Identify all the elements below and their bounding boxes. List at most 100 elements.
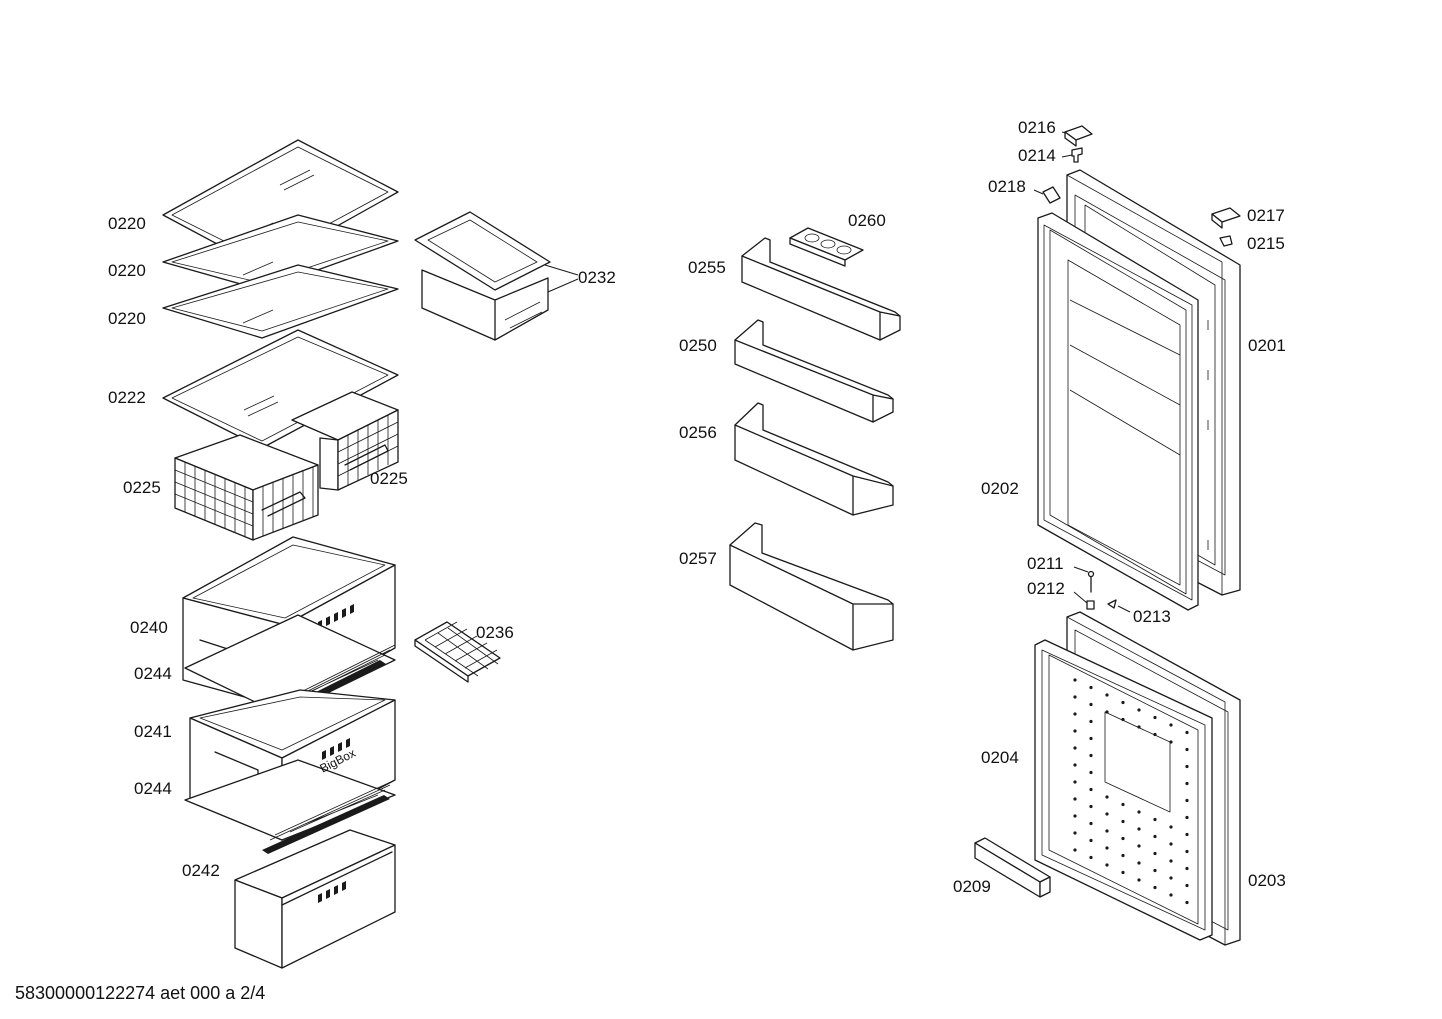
- liner-dot: [1137, 725, 1141, 729]
- liner-dot: [1089, 804, 1093, 809]
- label-0256: 0256: [679, 423, 717, 442]
- door-gasket-0202: [1037, 212, 1199, 611]
- liner-dot: [1089, 736, 1093, 741]
- door-shelf-0257: [729, 522, 894, 651]
- hinge-cover-0217: [1211, 207, 1241, 229]
- liner-dot: [1073, 814, 1077, 818]
- liner-dot: [1121, 853, 1125, 858]
- label-0217: 0217: [1247, 206, 1285, 225]
- liner-dot: [1089, 770, 1093, 775]
- label-0225-right: 0225: [370, 469, 408, 488]
- label-0204: 0204: [981, 748, 1019, 767]
- label-0260: 0260: [848, 211, 886, 230]
- liner-dot: [1089, 821, 1093, 826]
- liner-dot: [1137, 708, 1141, 712]
- glass-shelf-0220-third: [162, 264, 399, 339]
- liner-dot: [1185, 866, 1189, 871]
- liner-dot: [1089, 719, 1093, 724]
- document-footer: 58300000122274 aet 000 a 2/4: [15, 983, 266, 1003]
- liner-dot: [1073, 678, 1077, 682]
- liner-dot: [1073, 780, 1077, 784]
- liner-dot: [1105, 693, 1109, 697]
- wire-basket-0225-right: [291, 391, 399, 491]
- glass-cover-0244-lower: [184, 759, 396, 854]
- liner-dot: [1105, 829, 1109, 833]
- label-0212: 0212: [1027, 579, 1065, 598]
- label-0203: 0203: [1248, 871, 1286, 890]
- liner-dot: [1153, 868, 1157, 873]
- liner-dot: [1137, 861, 1141, 865]
- liner-dot: [1121, 819, 1125, 824]
- label-0225-left: 0225: [123, 478, 161, 497]
- handle-strip-0209: [974, 837, 1051, 898]
- label-0211: 0211: [1027, 554, 1064, 573]
- liner-dot: [1105, 812, 1109, 816]
- liner-dot: [1185, 798, 1189, 803]
- liner-dot: [1185, 781, 1189, 786]
- pin-0213: [1107, 599, 1117, 609]
- liner-dot: [1121, 870, 1125, 875]
- liner-dot: [1185, 832, 1189, 837]
- liner-dot: [1137, 878, 1141, 882]
- label-0209: 0209: [953, 877, 991, 896]
- liner-dot: [1137, 844, 1141, 848]
- liner-dot: [1153, 834, 1157, 839]
- door-gasket-0204: [1034, 639, 1213, 941]
- liner-dot: [1169, 825, 1173, 829]
- label-0240: 0240: [130, 618, 168, 637]
- door-shelf-0255: [741, 237, 901, 341]
- liner-dot: [1169, 859, 1173, 863]
- liner-dot: [1089, 685, 1093, 690]
- label-0215: 0215: [1247, 234, 1285, 253]
- liner-dot: [1153, 732, 1157, 737]
- door-shelf-0256: [734, 402, 894, 516]
- liner-dot: [1089, 787, 1093, 792]
- label-0244-lower: 0244: [134, 779, 172, 798]
- liner-dot: [1153, 715, 1157, 720]
- liner-dot: [1169, 723, 1173, 727]
- label-0236: 0236: [476, 623, 514, 642]
- label-0216: 0216: [1018, 118, 1056, 137]
- liner-dot: [1185, 883, 1189, 888]
- glass-shelf-0222: [162, 329, 399, 449]
- door-liner-dots: [1073, 678, 1189, 905]
- label-0220-top: 0220: [108, 214, 146, 233]
- liner-dot: [1105, 710, 1109, 714]
- liner-dot: [1073, 746, 1077, 750]
- label-0244-upper: 0244: [134, 664, 172, 683]
- liner-dot: [1073, 712, 1077, 716]
- liner-dot: [1169, 740, 1173, 744]
- liner-dot: [1121, 700, 1125, 705]
- liner-dot: [1185, 747, 1189, 752]
- label-0220-second: 0220: [108, 261, 146, 280]
- bracket-0215: [1219, 235, 1233, 247]
- liner-dot: [1185, 849, 1189, 854]
- tray-0232: [414, 211, 551, 341]
- liner-dot: [1153, 851, 1157, 856]
- liner-dot: [1137, 810, 1141, 814]
- liner-dot: [1169, 842, 1173, 846]
- drawer-0242: [234, 829, 396, 969]
- liner-dot: [1169, 876, 1173, 880]
- label-0241: 0241: [134, 722, 172, 741]
- label-0232: 0232: [578, 268, 616, 287]
- liner-dot: [1089, 702, 1093, 707]
- leader-lines: [544, 131, 1131, 613]
- wire-basket-0225-left: [174, 434, 319, 541]
- liner-dot: [1121, 836, 1125, 841]
- liner-dot: [1089, 855, 1093, 860]
- door-shelf-0250: [734, 319, 894, 423]
- hinge-pin-0214: [1071, 147, 1083, 163]
- label-0202: 0202: [981, 479, 1019, 498]
- label-0257: 0257: [679, 549, 717, 568]
- liner-dot: [1105, 846, 1109, 850]
- liner-dot: [1153, 817, 1157, 822]
- liner-dot: [1185, 815, 1189, 820]
- ice-tray-0236: [414, 621, 501, 683]
- label-0255: 0255: [688, 258, 726, 277]
- glass-shelf-0220-second: [162, 214, 399, 291]
- liner-dot: [1073, 763, 1077, 767]
- label-0213: 0213: [1133, 607, 1171, 626]
